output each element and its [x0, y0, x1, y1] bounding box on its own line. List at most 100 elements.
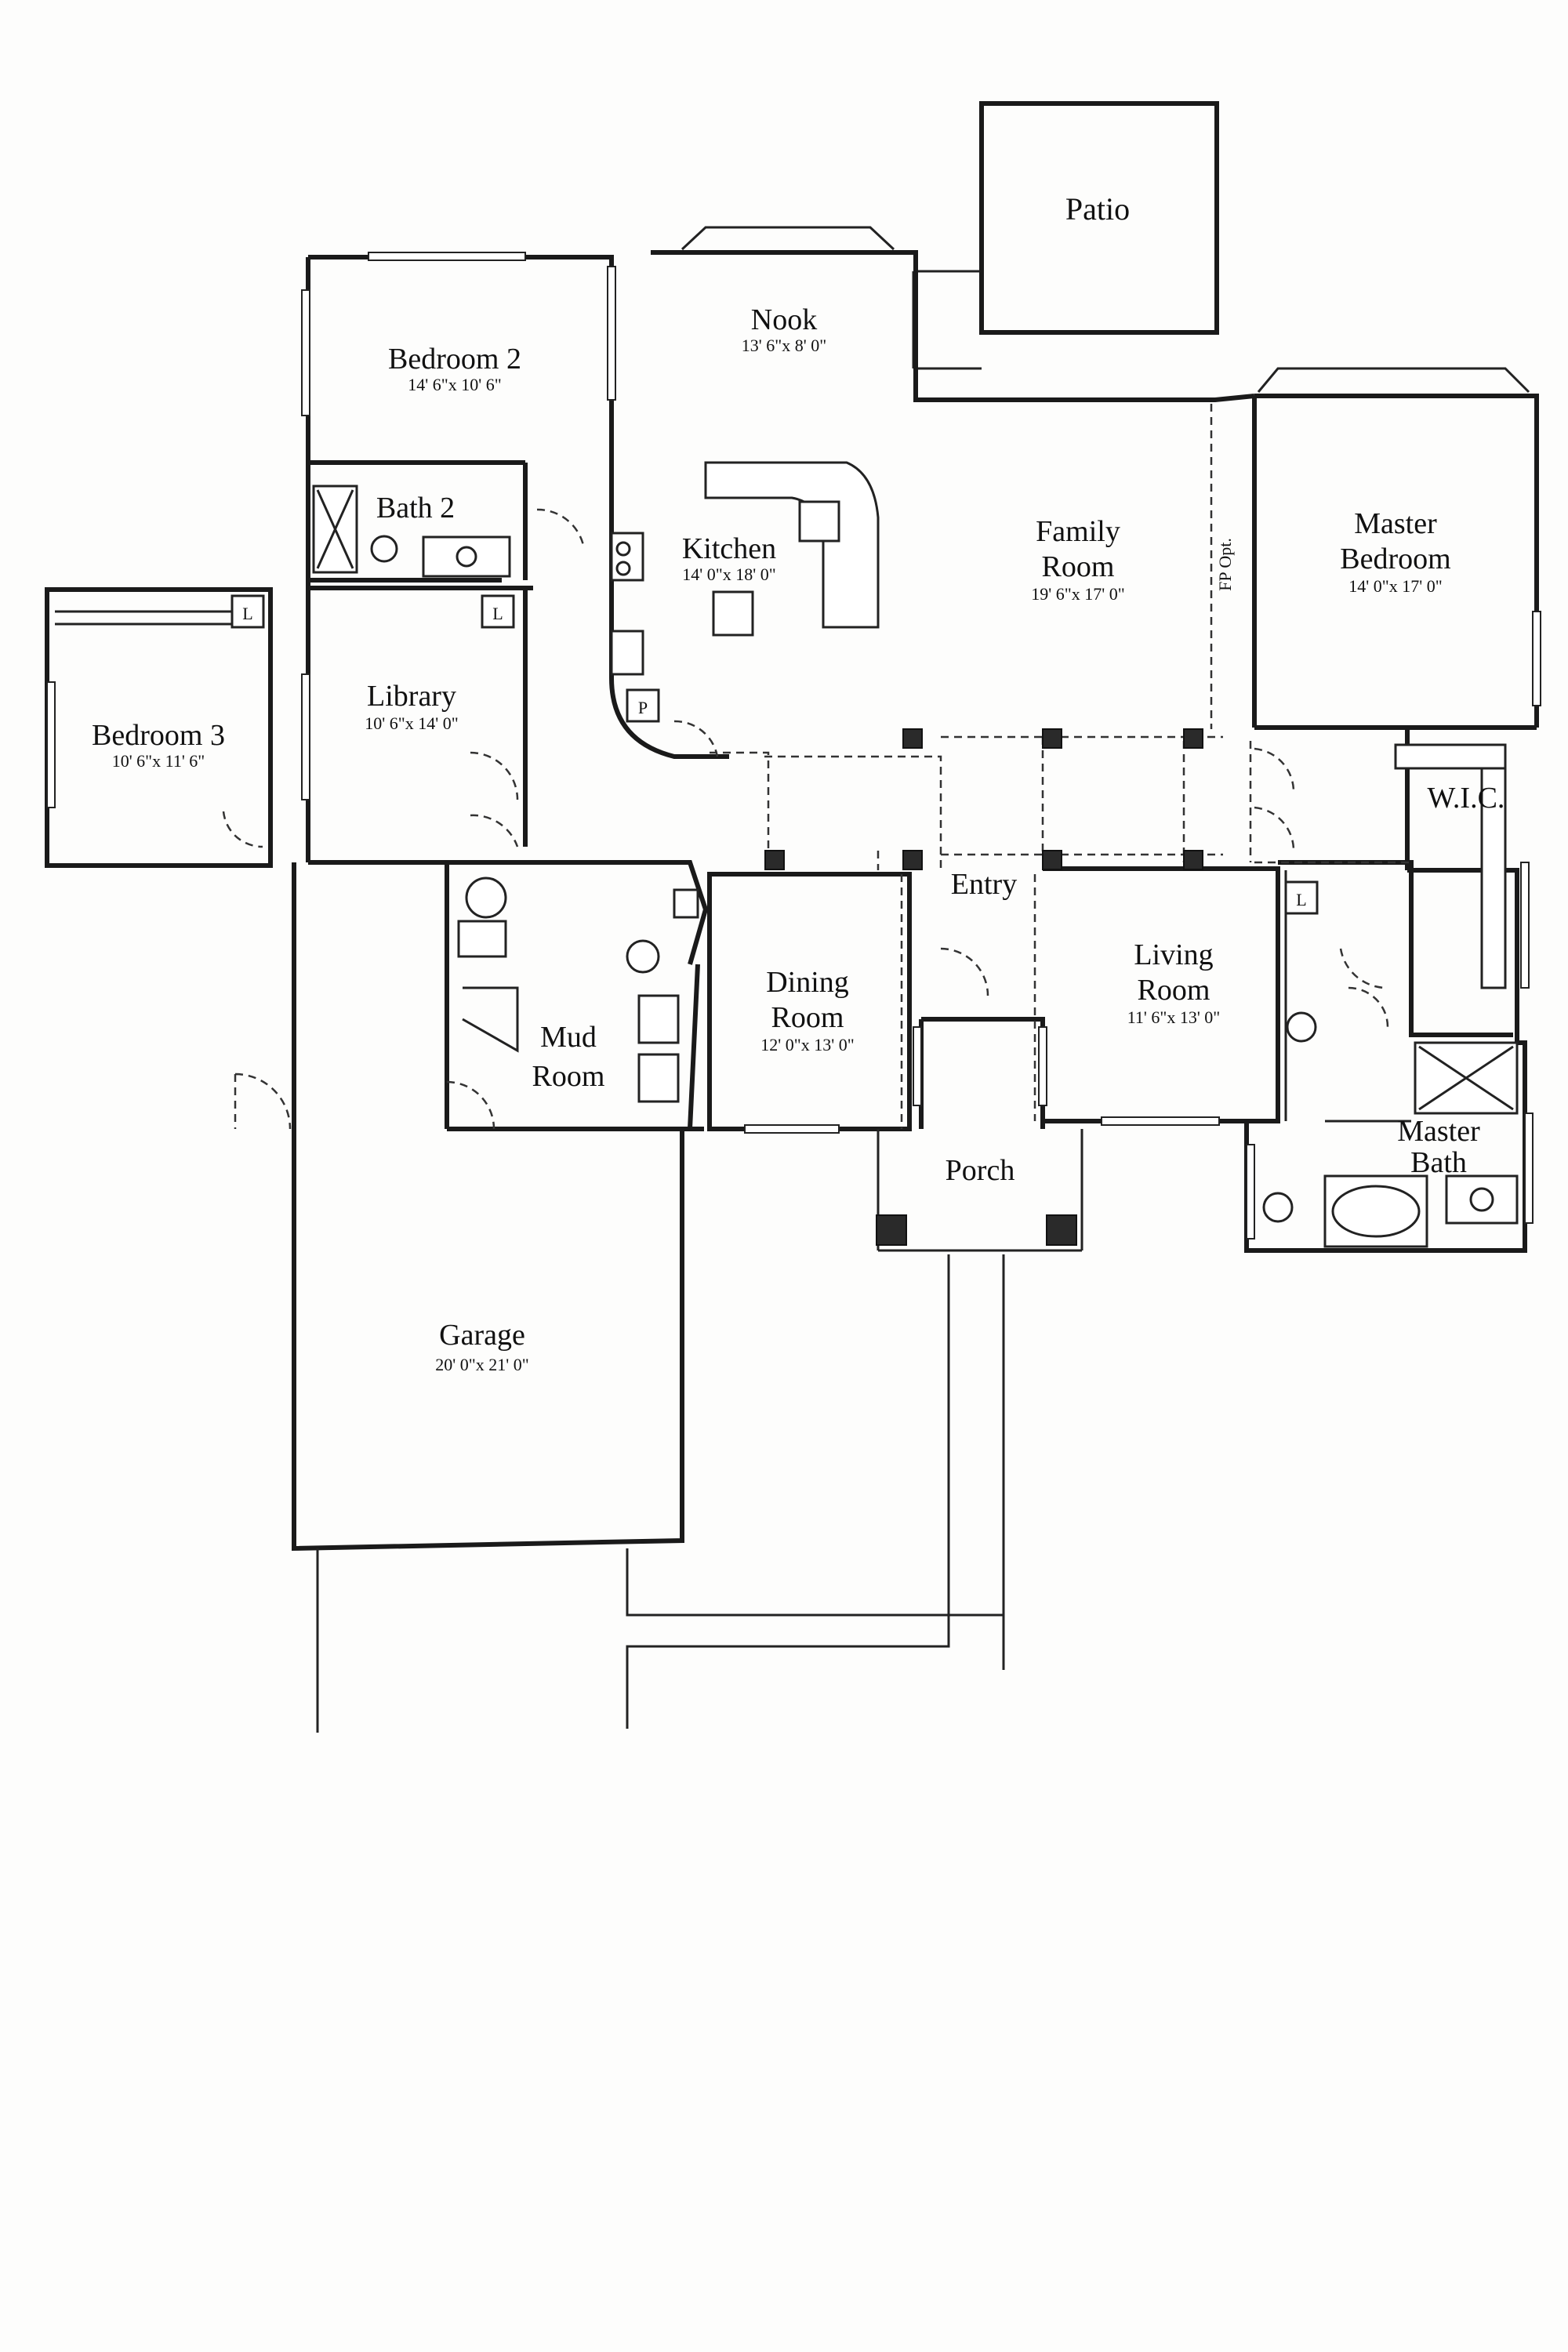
porch-column [1046, 1214, 1077, 1246]
bedroom2-dims: 14' 6"x 10' 6" [408, 375, 501, 394]
half-bath-counter [457, 920, 507, 958]
library-window [301, 673, 310, 800]
living-room-label-1: Living [1134, 938, 1213, 971]
garage-walls [292, 862, 704, 1552]
bedroom2-window [368, 252, 526, 261]
hall-opening [710, 751, 770, 851]
master-linen-box [1284, 880, 1319, 915]
half-bath-sink [465, 877, 507, 919]
dining-room-dims: 12' 0"x 13' 0" [760, 1035, 854, 1054]
dryer [637, 1053, 680, 1103]
bedroom2-side-window [301, 289, 310, 416]
column [1042, 850, 1062, 870]
refrigerator [610, 630, 644, 676]
master-bedroom-label-1: Master [1354, 507, 1437, 540]
garage-label: Garage [439, 1319, 525, 1352]
dining-window [744, 1124, 840, 1134]
column [764, 850, 785, 870]
dining-room-walls [707, 872, 912, 1131]
living-room-dims: 11' 6"x 13' 0" [1127, 1007, 1221, 1027]
range-burner-1 [615, 541, 631, 557]
fp-opt-label: FP Opt. [1215, 538, 1235, 591]
library-label: Library [367, 680, 456, 713]
master-bedroom-window [1532, 611, 1541, 706]
master-suite-walls [1278, 860, 1513, 1037]
kitchen-dims: 14' 0"x 18' 0" [682, 564, 775, 584]
family-room-dims: 19' 6"x 17' 0" [1031, 584, 1124, 604]
patio-steps [912, 270, 982, 370]
column [1042, 728, 1062, 749]
master-bath-label-2: Bath [1410, 1146, 1467, 1179]
washer [637, 994, 680, 1044]
range-burner-2 [615, 561, 631, 576]
master-shower-x [1418, 1045, 1514, 1111]
wic-window [1520, 862, 1530, 989]
dining-room-label-2: Room [771, 1001, 844, 1034]
mud-room-label-1: Mud [540, 1021, 597, 1054]
laundry-toilet [673, 888, 699, 919]
nook-dims: 13' 6"x 8' 0" [742, 336, 826, 355]
library-door-swing [470, 751, 519, 848]
wic-label: W.I.C. [1428, 782, 1505, 815]
master-tub [1331, 1185, 1421, 1238]
bedroom3-window [46, 681, 56, 808]
bedroom2-label: Bedroom 2 [388, 343, 521, 376]
nook-north-wall [651, 250, 1255, 402]
front-walkway [626, 1254, 1005, 1729]
garage-side-door [234, 1073, 292, 1130]
linen-mark: L [242, 604, 252, 623]
bedroom3-door-swing [222, 811, 263, 848]
column [1183, 850, 1203, 870]
entry-side-dashes [900, 874, 1036, 1129]
laundry-sink [626, 939, 660, 974]
entry-door-swing [940, 947, 989, 996]
kitchen-label: Kitchen [682, 532, 776, 565]
porch-label: Porch [946, 1154, 1015, 1187]
column [902, 850, 923, 870]
wic-door-swing [1339, 948, 1389, 1028]
pantry-box [626, 688, 660, 723]
garage-dims: 20' 0"x 21' 0" [435, 1355, 528, 1374]
porch-column [876, 1214, 907, 1246]
kitchen-pantry-window [607, 266, 616, 401]
porch-inner-walls [919, 1017, 1045, 1129]
wic-shelf-side [1480, 767, 1507, 989]
library-dims: 10' 6"x 14' 0" [365, 713, 458, 733]
kitchen-cooktop [712, 590, 754, 637]
laundry-walls [447, 860, 709, 1130]
linen-mark: L [492, 604, 503, 623]
kitchen-west-wall [609, 257, 729, 759]
bath2-tub-x [316, 489, 354, 569]
column [1183, 728, 1203, 749]
driveway [316, 1548, 1004, 1733]
master-toilet [1262, 1192, 1294, 1223]
master-hall-opening [1182, 741, 1252, 862]
master-bath-label-1: Master [1397, 1115, 1480, 1148]
master-bedroom-dims: 14' 0"x 17' 0" [1348, 576, 1442, 596]
master-bay-window [1257, 367, 1530, 394]
mudroom-stair [462, 986, 519, 1053]
bedroom3-closet [55, 610, 235, 626]
master-bath-window [1524, 1112, 1534, 1224]
bath2-toilet [370, 535, 398, 563]
mudroom-door [446, 1080, 495, 1130]
bedroom3-linen-box [230, 594, 265, 629]
entry-label: Entry [951, 868, 1017, 901]
pantry-mark: P [638, 698, 648, 717]
patio-label: Patio [1065, 191, 1130, 227]
kitchen-opening [764, 755, 942, 870]
nook-bay-window [681, 226, 895, 251]
wic-shelf-top [1394, 743, 1507, 770]
living-room-label-2: Room [1138, 974, 1210, 1007]
porch-left-window [913, 1026, 922, 1106]
bath2-label: Bath 2 [376, 492, 455, 524]
master-bath-sink-2 [1286, 1011, 1317, 1043]
pantry-door-swing [673, 720, 719, 757]
mud-room-label-2: Room [532, 1060, 605, 1093]
bedroom3-label: Bedroom 3 [92, 719, 225, 752]
column [902, 728, 923, 749]
dining-room-label-1: Dining [766, 966, 849, 999]
master-bedroom-label-2: Bedroom [1340, 543, 1450, 575]
